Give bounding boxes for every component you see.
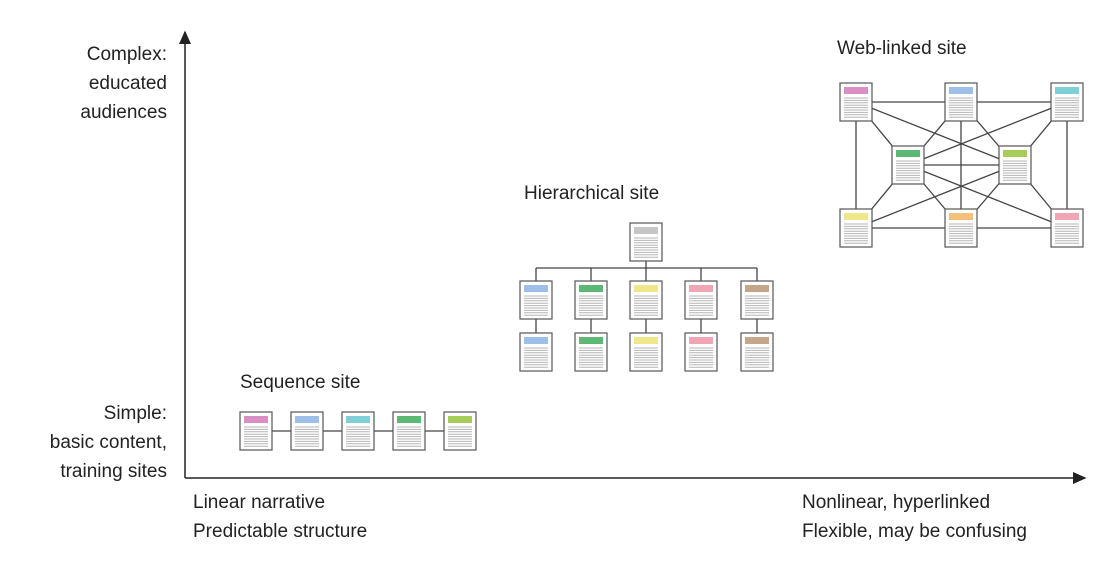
web-page-bottom-right xyxy=(1050,208,1084,248)
web-page-center-left xyxy=(891,145,925,185)
web-link-line xyxy=(907,164,1068,229)
web-page-center-right xyxy=(998,145,1032,185)
web-linked-site-title: Web-linked site xyxy=(837,38,967,59)
x-right-line-2: Flexible, may be confusing xyxy=(802,521,1027,542)
web-page-bottom-middle xyxy=(944,208,978,248)
x-axis-right-label: Nonlinear, hyperlinked Flexible, may be … xyxy=(802,488,1027,546)
web-page-bottom-left xyxy=(839,208,873,248)
x-left-line-2: Predictable structure xyxy=(193,521,368,542)
web-link-line xyxy=(855,164,1016,229)
connector-lines xyxy=(256,101,1068,432)
y-top-line-3: audiences xyxy=(80,102,167,123)
y-bottom-line-2: basic content, xyxy=(49,432,167,453)
hierarchy-level1-page xyxy=(574,280,608,320)
sequence-page xyxy=(239,411,273,451)
page-icons xyxy=(239,82,1084,451)
y-axis-top-label: Complex: educated audiences xyxy=(80,40,167,127)
hierarchy-level1-page xyxy=(629,280,663,320)
y-top-line-2: educated xyxy=(88,73,167,94)
sequence-page xyxy=(341,411,375,451)
hierarchy-level2-page xyxy=(740,332,774,372)
web-link-line xyxy=(907,101,1068,166)
x-left-line-1: Linear narrative xyxy=(193,492,326,513)
x-right-line-1: Nonlinear, hyperlinked xyxy=(802,492,991,513)
y-axis-bottom-label: Simple: basic content, training sites xyxy=(50,399,167,486)
x-axis-left-label: Linear narrative Predictable structure xyxy=(193,488,367,546)
hierarchy-level2-page xyxy=(684,332,718,372)
hierarchy-level1-page xyxy=(684,280,718,320)
hierarchy-root-page xyxy=(629,222,663,262)
hierarchy-level2-page xyxy=(629,332,663,372)
web-page-top-middle xyxy=(944,82,978,122)
web-page-top-right xyxy=(1050,82,1084,122)
hierarchy-level2-page xyxy=(519,332,553,372)
y-top-line-1: Complex: xyxy=(86,44,167,65)
y-bottom-line-3: training sites xyxy=(60,461,167,482)
web-page-top-left xyxy=(839,82,873,122)
hierarchical-site-title: Hierarchical site xyxy=(524,183,660,204)
hierarchy-level1-page xyxy=(740,280,774,320)
web-link-line xyxy=(855,101,1016,166)
sequence-page xyxy=(290,411,324,451)
sequence-page xyxy=(392,411,426,451)
sequence-page xyxy=(443,411,477,451)
y-bottom-line-1: Simple: xyxy=(103,403,167,424)
hierarchy-level1-page xyxy=(519,280,553,320)
sequence-site-title: Sequence site xyxy=(240,372,361,393)
hierarchy-level2-page xyxy=(574,332,608,372)
